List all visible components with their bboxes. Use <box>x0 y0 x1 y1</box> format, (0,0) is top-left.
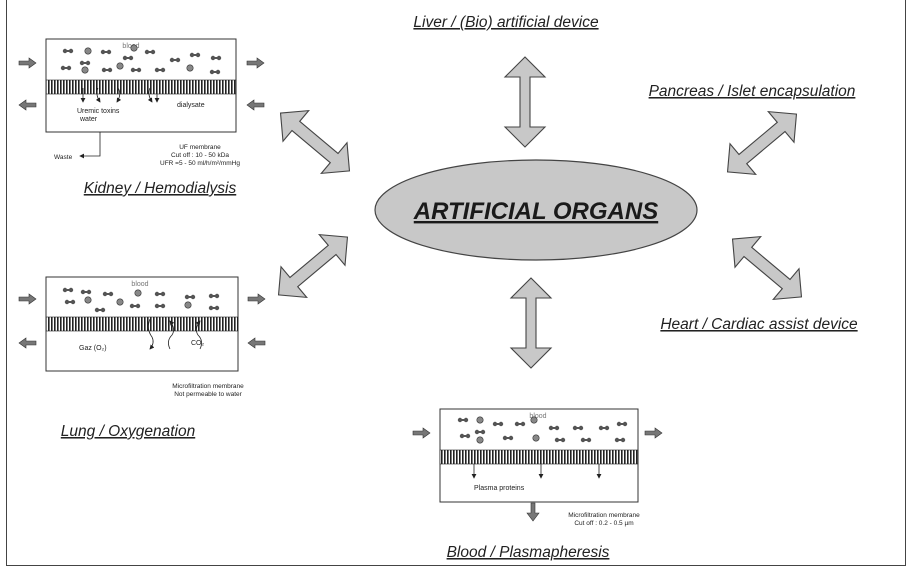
lung-gas-in-arrow <box>247 337 266 349</box>
label-pancreas: Pancreas / Islet encapsulation <box>649 83 856 100</box>
kidney-membrane-line2: Cut off : 10 - 50 kDa <box>171 152 229 159</box>
lung-flow-in-arrow <box>18 293 37 305</box>
kidney-flow-in-arrow <box>18 57 37 69</box>
lung-co2-label: CO₂ <box>191 340 205 347</box>
plasma-membrane-line1: Microfiltration membrane <box>568 512 640 519</box>
double-arrow-blood <box>509 277 553 369</box>
lung-membrane-line2: Not permeable to water <box>174 391 242 398</box>
center-title: ARTIFICIAL ORGANS <box>413 198 658 225</box>
label-kidney: Kidney / Hemodialysis <box>84 180 237 197</box>
double-arrow-kidney <box>279 109 351 175</box>
kidney-panel: blood Uremic toxins water dialysate Wast… <box>18 38 265 167</box>
blood-panel: blood Plasma proteins Microfiltration me… <box>412 408 663 527</box>
kidney-membrane-line1: UF membrane <box>179 144 221 151</box>
label-lung: Lung / Oxygenation <box>61 423 195 440</box>
kidney-dialysate-out-arrow <box>18 99 37 111</box>
plasma-membrane-line2: Cut off : 0.2 - 0.5 µm <box>574 520 633 527</box>
plasma-blood-label: blood <box>529 413 546 420</box>
plasma-flow-out-arrow <box>644 427 663 439</box>
lung-blood-label: blood <box>131 281 148 288</box>
double-arrow-lung <box>277 233 349 299</box>
label-liver: Liver / (Bio) artificial device <box>413 14 599 31</box>
label-blood: Blood / Plasmapheresis <box>447 544 610 561</box>
plasma-proteins-label: Plasma proteins <box>474 485 525 492</box>
kidney-membrane-line3: UFR =5 - 50 ml/h/m²/mmHg <box>160 160 240 167</box>
double-arrow-pancreas <box>726 110 798 176</box>
lung-membrane-line1: Microfiltration membrane <box>172 383 244 390</box>
plasma-flow-in-arrow <box>412 427 431 439</box>
double-arrow-liver <box>503 56 547 148</box>
double-arrow-heart <box>731 235 803 301</box>
kidney-toxins-line2: water <box>79 116 98 123</box>
plasma-out-arrow <box>526 502 540 522</box>
lung-gas-o2-label: Gaz (O₂) <box>79 345 107 352</box>
kidney-waste-label: Waste <box>54 154 73 161</box>
kidney-flow-out-arrow <box>246 57 265 69</box>
kidney-dialysate-in-arrow <box>246 99 265 111</box>
kidney-dialysate-label: dialysate <box>177 102 205 109</box>
figure-frame <box>6 0 906 566</box>
label-heart: Heart / Cardiac assist device <box>660 316 858 333</box>
lung-panel: blood Gaz (O₂) CO₂ Microfiltration membr… <box>18 276 266 398</box>
kidney-toxins-line1: Uremic toxins <box>77 108 120 115</box>
lung-flow-out-arrow <box>247 293 266 305</box>
lung-gas-out-arrow <box>18 337 37 349</box>
center-ellipse <box>374 159 698 261</box>
